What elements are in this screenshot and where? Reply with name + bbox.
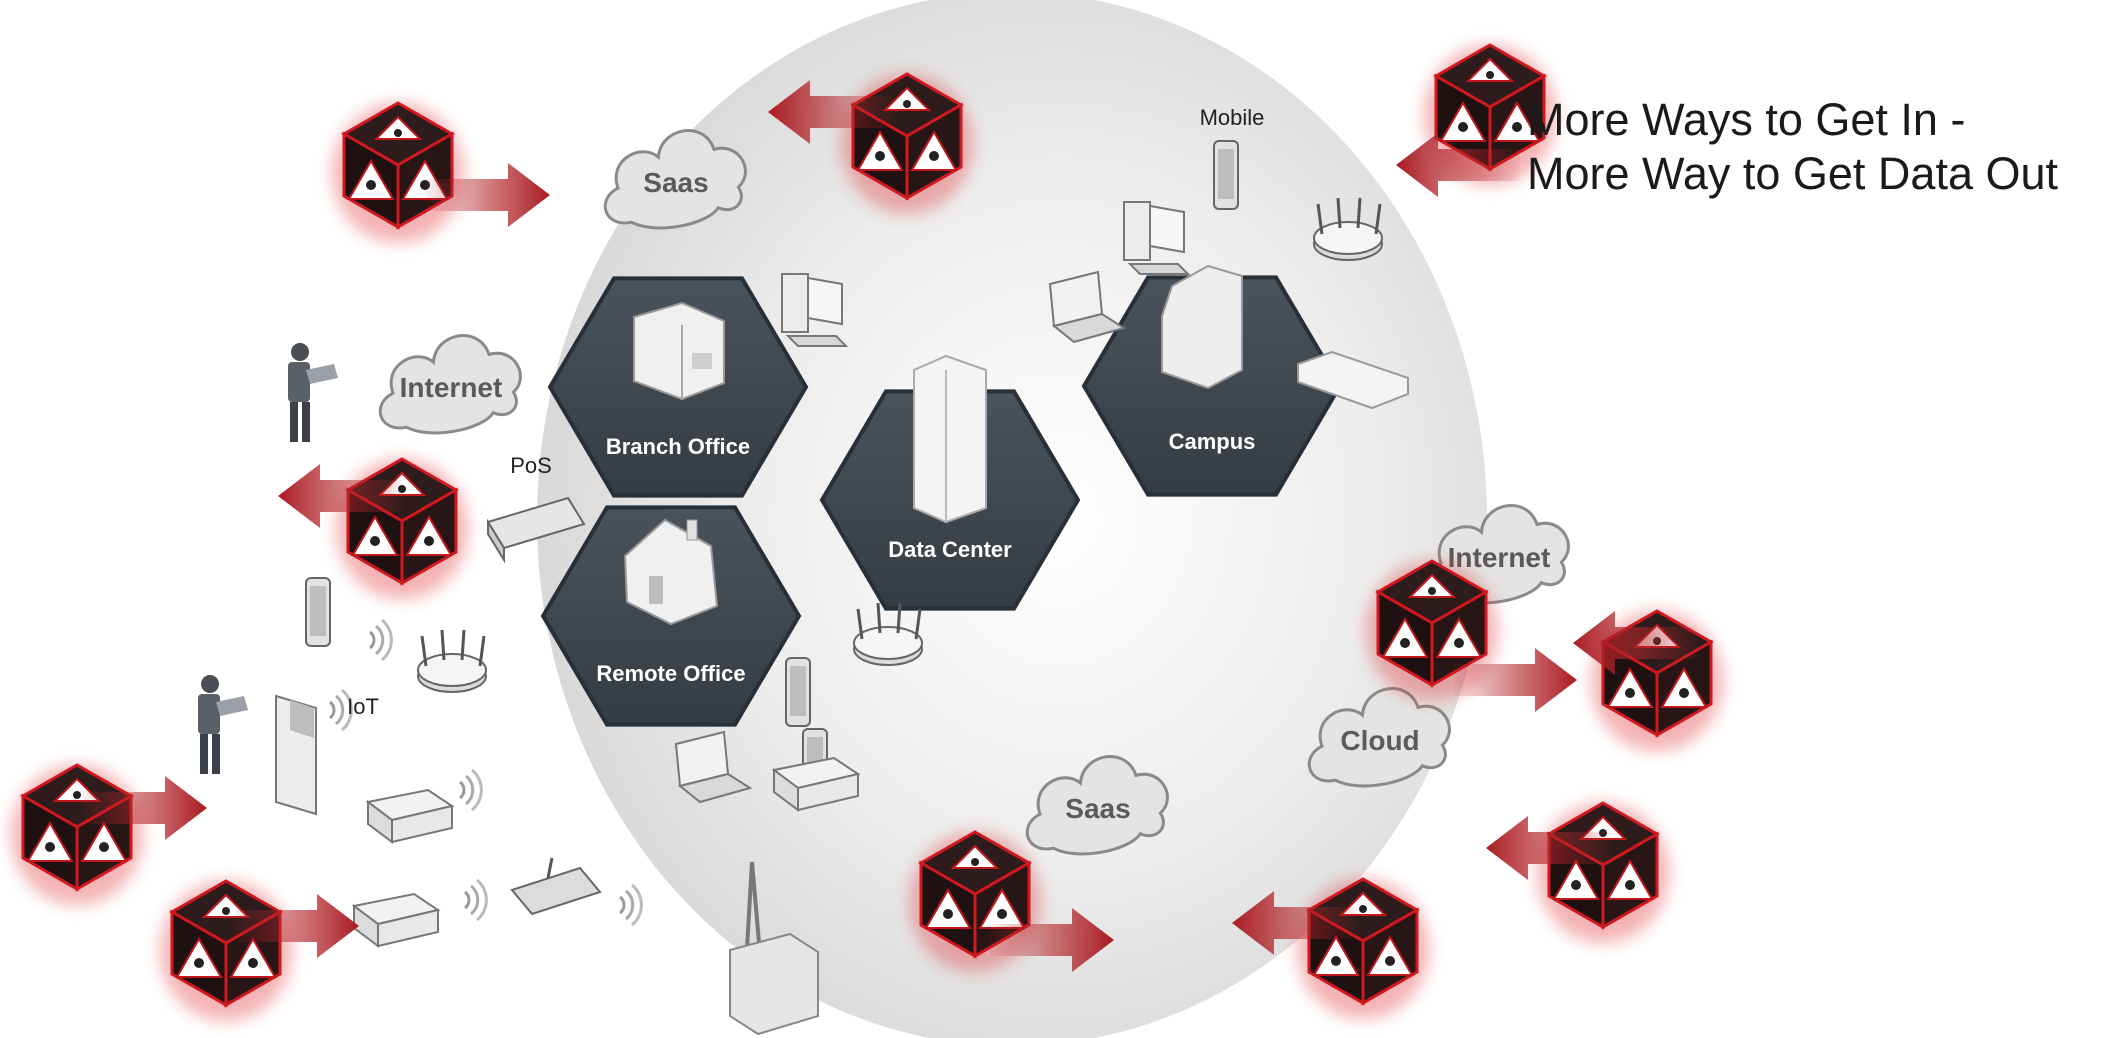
zone-label-branch: Branch Office [606,434,750,459]
wifi-access-point-icon [416,628,488,694]
zone-label-remote: Remote Office [596,661,745,686]
iot-label: IoT [347,694,379,719]
cloud-saas-bottom: Saas [1013,744,1178,869]
zone-label-campus: Campus [1169,429,1256,454]
zone-campus: Campus [1081,264,1409,497]
person-with-laptop-icon [198,675,248,774]
person-with-laptop-icon [288,343,338,442]
cloud-label: Saas [1065,793,1130,824]
zone-datacenter: Data Center [819,354,1081,611]
wireless-signal-icon [368,618,393,662]
biohazard-threat-cube-icon [332,103,464,243]
cloud-label: Internet [1448,542,1551,573]
zone-label-datacenter: Data Center [888,537,1012,562]
mobile-phone-icon [1213,140,1239,210]
headline-line-2: More Way to Get Data Out [1527,148,2059,199]
pos-terminal-icon [486,496,586,564]
headline-line-1: More Ways to Get In - [1527,94,1966,145]
cloud-internet-right: Internet [1414,493,1579,618]
zone-remote: Remote Office [540,505,802,727]
wireless-signal-icon [618,883,643,927]
headline: More Ways to Get In - More Way to Get Da… [1527,93,2058,201]
mobile-phone-icon [785,657,811,727]
wireless-signal-icon [458,768,483,812]
cloud-label: Saas [643,167,708,198]
kiosk-icon [275,694,317,816]
cloud-label: Cloud [1340,725,1419,756]
printer-icon [367,789,453,843]
devices-layer [198,140,1384,1036]
remote-building-icon [623,518,719,626]
handheld-terminal-icon [510,857,602,916]
cloud-cloud-right: Cloud [1295,676,1460,801]
biohazard-threat-cube-icon [11,765,143,905]
cloud-internet-left: Internet [366,323,531,448]
biohazard-threat-cube-icon [1537,803,1669,943]
biohazard-threat-cube-icon [160,881,292,1021]
desktop-computer-icon [1123,201,1189,275]
biohazard-threat-cube-icon [841,74,973,214]
mobile-label: Mobile [1200,105,1265,130]
datacenter-building-icon [913,354,987,524]
zone-branch: Branch Office [547,276,809,498]
pos-label: PoS [510,453,552,478]
biohazard-threat-cube-icon [1297,879,1429,1019]
cloud-label: Internet [400,372,503,403]
desktop-computer-icon [781,273,847,347]
branch-building-icon [633,301,725,401]
cell-tower-icon [729,861,819,1036]
campus-building-icon [1161,264,1409,410]
mobile-phone-icon [305,577,331,647]
wireless-signal-icon [463,878,488,922]
cloud-saas-top: Saas [591,118,756,243]
printer-icon [353,893,439,947]
